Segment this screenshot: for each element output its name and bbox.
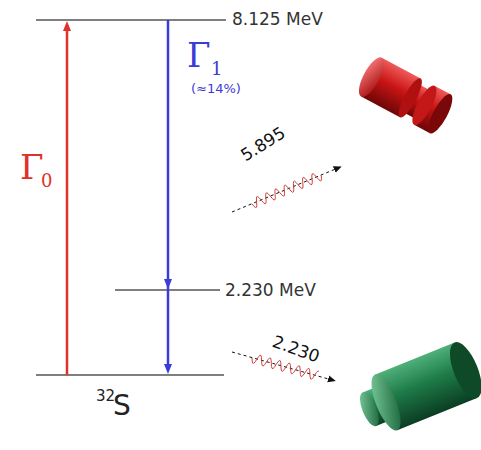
excitation-arrow <box>66 26 69 375</box>
branching-ratio: (≈14%) <box>191 82 241 95</box>
mass-number: 32 <box>96 389 115 404</box>
photon-energy: 5.895 <box>238 124 288 164</box>
photon-wave <box>252 174 322 208</box>
green-detector <box>352 338 481 440</box>
level-energy: 8.125 MeV <box>232 11 323 28</box>
photon-energy: 2.230 <box>270 333 322 366</box>
decay-arrow <box>167 20 170 284</box>
level-line <box>36 374 224 375</box>
width-subscript: 1 <box>211 60 222 78</box>
photon-direction <box>232 168 338 212</box>
width-symbol: Γ <box>20 150 44 184</box>
width-subscript: 0 <box>41 172 52 190</box>
decay-arrow <box>167 284 170 369</box>
red-detector <box>354 54 457 137</box>
level-line <box>36 19 226 20</box>
width-symbol: Γ <box>187 38 211 72</box>
nucleus-symbol: S <box>113 392 131 420</box>
level-energy: 2.230 MeV <box>225 282 316 299</box>
